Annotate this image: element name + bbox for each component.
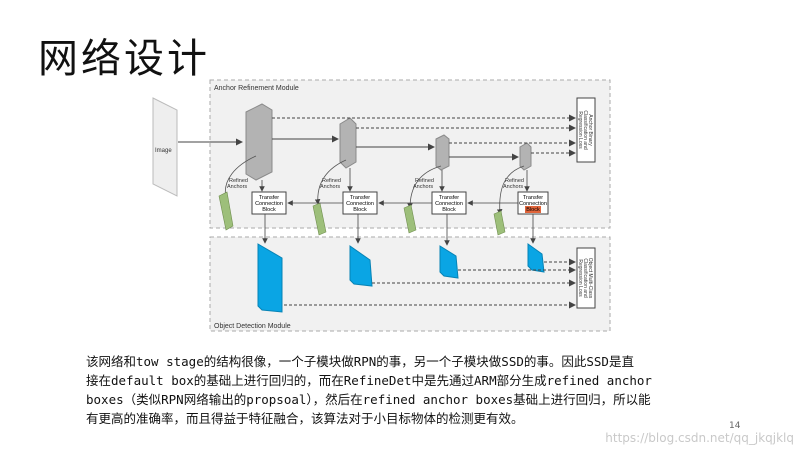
svg-text:Regression Loss: Regression Loss (577, 259, 583, 297)
odm-feature-3 (439, 245, 459, 279)
anchor-glyph-1 (218, 191, 234, 231)
tcb-2: Transfer Connection Block (342, 191, 378, 215)
arm-feature-3 (435, 134, 450, 171)
input-image (152, 97, 178, 197)
arm-feature-2 (339, 117, 357, 169)
svg-text:Anchors: Anchors (227, 184, 247, 190)
svg-text:Connection: Connection (519, 201, 547, 207)
svg-text:Refined: Refined (229, 178, 248, 184)
image-label: Image (155, 148, 172, 154)
page-number: 14 (729, 421, 741, 431)
odm-feature-2 (349, 245, 373, 287)
arm-label: Anchor Refinement Module (214, 85, 299, 92)
svg-text:Connection: Connection (255, 201, 283, 207)
odm-feature-1 (257, 243, 283, 313)
odm-label: Object Detection Module (214, 323, 291, 330)
arm-feature-4 (519, 142, 532, 171)
watermark-url: https://blog.csdn.net/qq_jkqjklq (605, 431, 794, 445)
anchor-glyph-3 (403, 204, 417, 234)
svg-text:Anchors: Anchors (503, 184, 523, 190)
svg-text:Refined: Refined (415, 178, 434, 184)
tcb-1: Transfer Connection Block (251, 191, 287, 215)
svg-text:Regression Loss: Regression Loss (577, 111, 583, 149)
odm-box (209, 236, 611, 332)
slide-title: 网络设计 (38, 36, 210, 82)
tcb-3: Transfer Connection Block (431, 191, 467, 215)
svg-text:Refined: Refined (322, 178, 341, 184)
anchor-glyph-2 (312, 202, 327, 236)
caption-line-3: boxes（类似RPN网络输出的propsoal），然后在refined anc… (86, 392, 651, 407)
svg-text:Anchor Binary: Anchor Binary (587, 114, 593, 146)
svg-text:Transfer: Transfer (439, 195, 459, 201)
arm-feature-maps (245, 103, 532, 181)
arm-feature-1 (245, 103, 273, 181)
svg-text:Classification and: Classification and (582, 258, 588, 297)
svg-text:Object Multi-Class: Object Multi-Class (587, 258, 593, 299)
svg-text:Transfer: Transfer (350, 195, 370, 201)
refined-anchor-glyphs (218, 191, 506, 236)
caption-text: 该网络和tow stage的结构很像，一个子模块做RPN的事，另一个子模块做SS… (86, 352, 714, 428)
caption-line-2: 接在default box的基础上进行回归的，而在RefineDet中是先通过A… (86, 373, 652, 388)
anchor-glyph-4 (493, 210, 506, 236)
svg-text:Refined: Refined (505, 178, 524, 184)
caption-line-1: 该网络和tow stage的结构很像，一个子模块做RPN的事，另一个子模块做SS… (86, 354, 634, 369)
svg-text:Block: Block (526, 207, 540, 213)
svg-text:Transfer: Transfer (259, 195, 279, 201)
odm-feature-4 (527, 243, 545, 273)
odm-loss-box (576, 247, 596, 309)
svg-text:Connection: Connection (435, 201, 463, 207)
svg-text:Block: Block (353, 207, 367, 213)
svg-text:Block: Block (262, 207, 276, 213)
arm-loss-box (576, 97, 596, 163)
tcb-4: Transfer Connection Block (517, 191, 549, 215)
svg-text:Anchors: Anchors (413, 184, 433, 190)
caption-line-4: 有更高的准确率，而且得益于特征融合，该算法对于小目标物体的检测更有效。 (86, 411, 524, 426)
svg-text:Block: Block (442, 207, 456, 213)
svg-text:Connection: Connection (346, 201, 374, 207)
odm-feature-maps (257, 243, 545, 313)
svg-text:Classification and: Classification and (582, 110, 588, 149)
svg-text:Transfer: Transfer (523, 195, 543, 201)
svg-text:Anchors: Anchors (320, 184, 340, 190)
